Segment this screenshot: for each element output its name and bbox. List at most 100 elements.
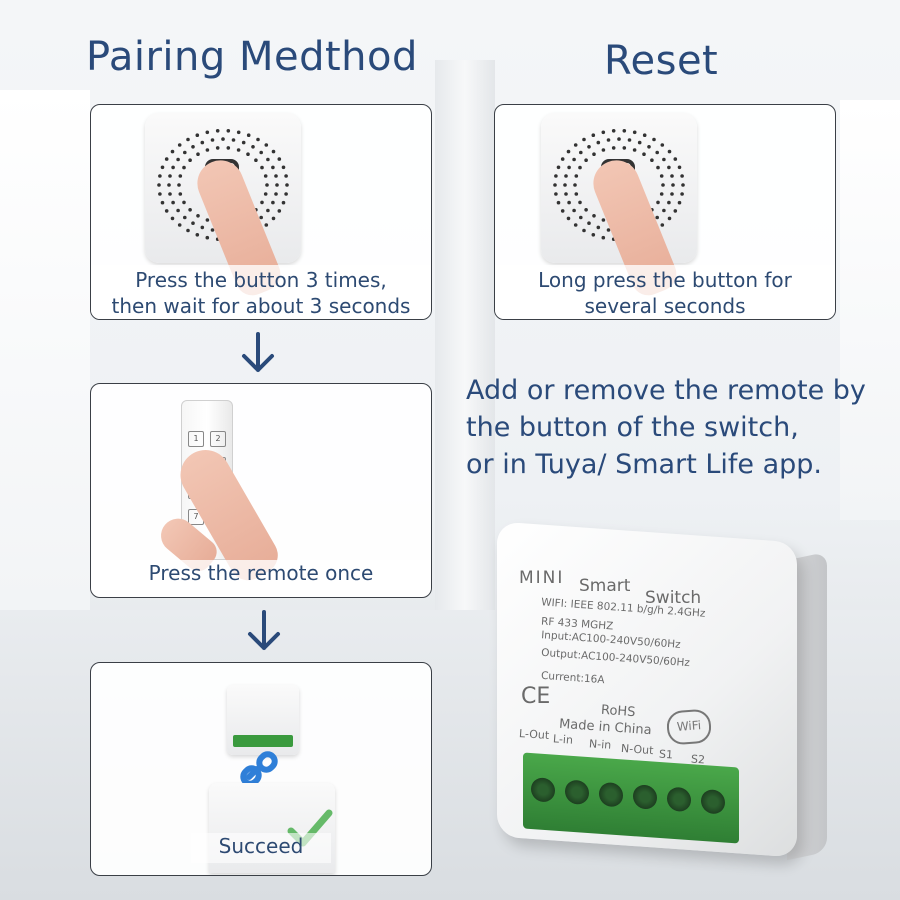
dot: [188, 158, 192, 162]
dot: [170, 149, 175, 154]
dot: [584, 208, 588, 212]
dot: [241, 140, 246, 145]
dot: [592, 214, 596, 218]
dot: [266, 157, 270, 162]
dot: [574, 192, 579, 196]
background-window-right: [840, 100, 900, 520]
dot: [572, 157, 576, 162]
dot: [556, 165, 561, 170]
arrow-down-icon: [248, 610, 280, 650]
dot: [182, 165, 186, 170]
dot: [205, 130, 210, 135]
dot: [168, 174, 172, 178]
dot: [596, 225, 601, 230]
terminal-screw: [633, 784, 657, 810]
dot: [622, 146, 627, 150]
dot: [611, 146, 616, 150]
instruction-line1: Add or remove the remote by: [466, 375, 866, 406]
dot: [205, 148, 210, 152]
dot: [662, 157, 666, 162]
dot: [183, 215, 187, 220]
pairing-step1-caption: Press the button 3 times, then wait for …: [91, 265, 431, 319]
dot: [177, 223, 182, 227]
dot: [176, 208, 180, 213]
pairing-step2-panel: 12345678 Press the remote once: [90, 383, 432, 598]
dot: [182, 200, 186, 205]
background-window-left: [0, 90, 90, 610]
dot: [667, 200, 671, 205]
dot: [655, 215, 659, 220]
remote-key: 1: [188, 431, 204, 447]
dot: [183, 150, 187, 155]
dot: [274, 192, 278, 196]
dot: [158, 192, 162, 196]
dot: [680, 174, 684, 178]
dot: [160, 165, 165, 170]
dot: [582, 137, 586, 142]
dot: [160, 200, 165, 205]
dot: [553, 183, 557, 187]
dot: [259, 215, 263, 220]
dot: [567, 165, 571, 170]
dot: [673, 157, 678, 161]
dot: [587, 221, 591, 225]
dot: [591, 133, 596, 137]
dot: [259, 150, 263, 155]
dot: [661, 183, 665, 187]
pairing-step1-panel: Press the button 3 times, then wait for …: [90, 104, 432, 320]
dot: [611, 129, 616, 133]
dot: [158, 174, 162, 178]
dot: [285, 183, 289, 187]
dot: [188, 208, 192, 212]
reset-panel: Long press the button for several second…: [494, 104, 836, 320]
dot: [650, 158, 654, 162]
dot: [236, 148, 241, 152]
arrow-down-icon: [242, 332, 274, 372]
dot: [667, 165, 671, 170]
dot: [582, 228, 586, 233]
reset-line1: Long press the button for: [538, 268, 792, 292]
instruction-line3: or in Tuya/ Smart Life app.: [466, 449, 823, 480]
dot: [617, 137, 621, 141]
dot: [178, 192, 183, 196]
dot: [264, 143, 269, 147]
dot: [263, 174, 268, 178]
terminal-block: [523, 752, 739, 844]
dot: [271, 216, 276, 221]
dot: [647, 145, 651, 149]
dot: [567, 200, 571, 205]
dot: [200, 140, 205, 145]
reset-line2: several seconds: [584, 294, 746, 318]
dot: [254, 158, 258, 162]
dot: [601, 235, 606, 240]
dot: [277, 209, 282, 213]
dot: [560, 157, 565, 161]
dot: [574, 174, 579, 178]
dot: [274, 174, 278, 178]
dot: [168, 192, 172, 196]
dot: [226, 146, 231, 150]
dot: [263, 192, 268, 196]
pairing-step3-caption: Succeed: [191, 833, 331, 863]
dot: [177, 143, 182, 147]
dot: [178, 174, 183, 178]
dot: [579, 150, 583, 155]
dot: [210, 138, 215, 142]
dot: [164, 209, 169, 213]
dot: [171, 165, 175, 170]
dot: [205, 218, 210, 222]
dot: [632, 148, 637, 152]
dot: [281, 165, 286, 170]
dot: [579, 215, 583, 220]
instruction-line2: the button of the switch,: [466, 412, 799, 443]
dot: [164, 157, 169, 161]
dot: [578, 200, 582, 205]
dot: [556, 200, 561, 205]
dot: [660, 143, 665, 147]
dot: [655, 150, 659, 155]
dot: [670, 174, 674, 178]
terminal-screw: [599, 781, 623, 808]
dot: [601, 218, 606, 222]
terminal-screw: [531, 777, 555, 803]
dot: [281, 200, 286, 205]
